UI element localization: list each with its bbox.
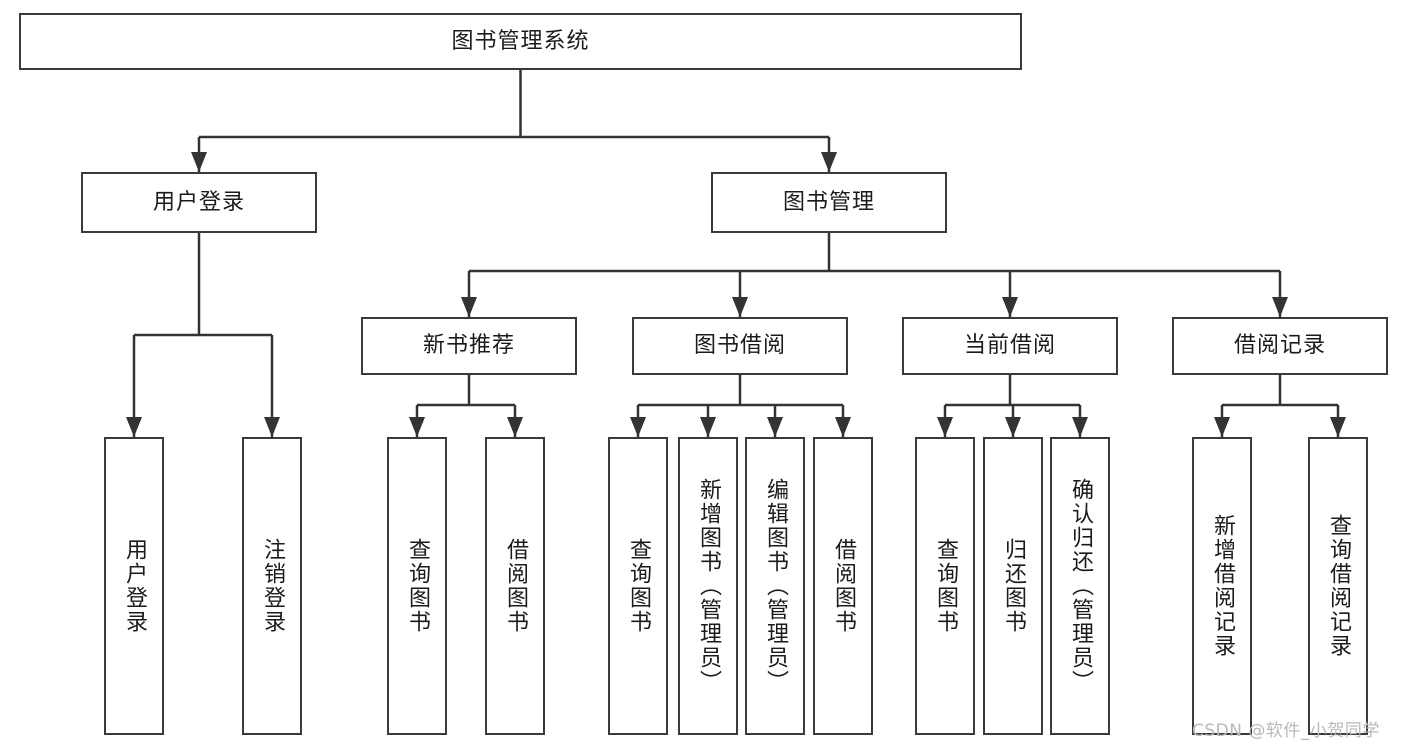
arrowhead-icon bbox=[1072, 417, 1088, 437]
node-label: 查询借阅记录 bbox=[1325, 514, 1351, 658]
node-label: 当前借阅 bbox=[963, 333, 1056, 359]
node-leaf-cur-confirm[interactable]: 确认归还（管理员） bbox=[1050, 437, 1110, 735]
node-label: 注销登录 bbox=[259, 538, 285, 634]
node-label: 用户登录 bbox=[152, 189, 245, 215]
node-leaf-user-login[interactable]: 用户登录 bbox=[104, 437, 164, 735]
node-label: 图书借阅 bbox=[693, 333, 786, 359]
node-leaf-borrow-do[interactable]: 借阅图书 bbox=[813, 437, 873, 735]
arrowhead-icon bbox=[732, 297, 748, 317]
node-leaf-cur-query[interactable]: 查询图书 bbox=[915, 437, 975, 735]
node-label: 查询图书 bbox=[932, 538, 958, 634]
arrowhead-icon bbox=[630, 417, 646, 437]
node-leaf-borrow-edit[interactable]: 编辑图书（管理员） bbox=[745, 437, 805, 735]
node-book-borrow[interactable]: 图书借阅 bbox=[632, 317, 848, 375]
node-borrow-record[interactable]: 借阅记录 bbox=[1172, 317, 1388, 375]
node-current-borrow[interactable]: 当前借阅 bbox=[902, 317, 1118, 375]
node-label: 新增借阅记录 bbox=[1209, 514, 1235, 658]
node-label: 借阅图书 bbox=[830, 538, 856, 634]
arrowhead-icon bbox=[507, 417, 523, 437]
node-label: 归还图书 bbox=[1000, 538, 1026, 634]
arrowhead-icon bbox=[1005, 417, 1021, 437]
node-root[interactable]: 图书管理系统 bbox=[19, 13, 1022, 70]
node-label: 图书管理系统 bbox=[451, 28, 590, 54]
node-leaf-borrow-query[interactable]: 查询图书 bbox=[608, 437, 668, 735]
arrowhead-icon bbox=[126, 417, 142, 437]
node-leaf-rec-add[interactable]: 新增借阅记录 bbox=[1192, 437, 1252, 735]
node-label: 查询图书 bbox=[625, 538, 651, 634]
node-label: 确认归还（管理员） bbox=[1067, 478, 1093, 694]
arrowhead-icon bbox=[1272, 297, 1288, 317]
node-label: 新增图书（管理员） bbox=[695, 478, 721, 694]
node-label: 图书管理 bbox=[782, 189, 875, 215]
node-leaf-rec-search[interactable]: 查询借阅记录 bbox=[1308, 437, 1368, 735]
arrowhead-icon bbox=[937, 417, 953, 437]
arrowhead-icon bbox=[700, 417, 716, 437]
node-user-login[interactable]: 用户登录 bbox=[81, 172, 317, 233]
watermark-text: CSDN @软件_小贺同学 bbox=[1192, 721, 1380, 741]
arrowhead-icon bbox=[461, 297, 477, 317]
arrowhead-icon bbox=[1330, 417, 1346, 437]
arrowhead-icon bbox=[264, 417, 280, 437]
node-label: 借阅记录 bbox=[1233, 333, 1326, 359]
node-label: 借阅图书 bbox=[502, 538, 528, 634]
node-leaf-cur-return[interactable]: 归还图书 bbox=[983, 437, 1043, 735]
arrowhead-icon bbox=[1002, 297, 1018, 317]
node-leaf-logout[interactable]: 注销登录 bbox=[242, 437, 302, 735]
node-label: 编辑图书（管理员） bbox=[762, 478, 788, 694]
arrowhead-icon bbox=[191, 152, 207, 172]
node-label: 新书推荐 bbox=[422, 333, 515, 359]
arrowhead-icon bbox=[767, 417, 783, 437]
node-label: 用户登录 bbox=[121, 538, 147, 634]
node-leaf-rec-query[interactable]: 查询图书 bbox=[387, 437, 447, 735]
node-leaf-rec-borrow[interactable]: 借阅图书 bbox=[485, 437, 545, 735]
arrowhead-icon bbox=[1214, 417, 1230, 437]
node-label: 查询图书 bbox=[404, 538, 430, 634]
arrowhead-icon bbox=[409, 417, 425, 437]
node-new-book-rec[interactable]: 新书推荐 bbox=[361, 317, 577, 375]
arrowhead-icon bbox=[821, 152, 837, 172]
node-book-manage[interactable]: 图书管理 bbox=[711, 172, 947, 233]
arrowhead-icon bbox=[835, 417, 851, 437]
node-leaf-borrow-add[interactable]: 新增图书（管理员） bbox=[678, 437, 738, 735]
